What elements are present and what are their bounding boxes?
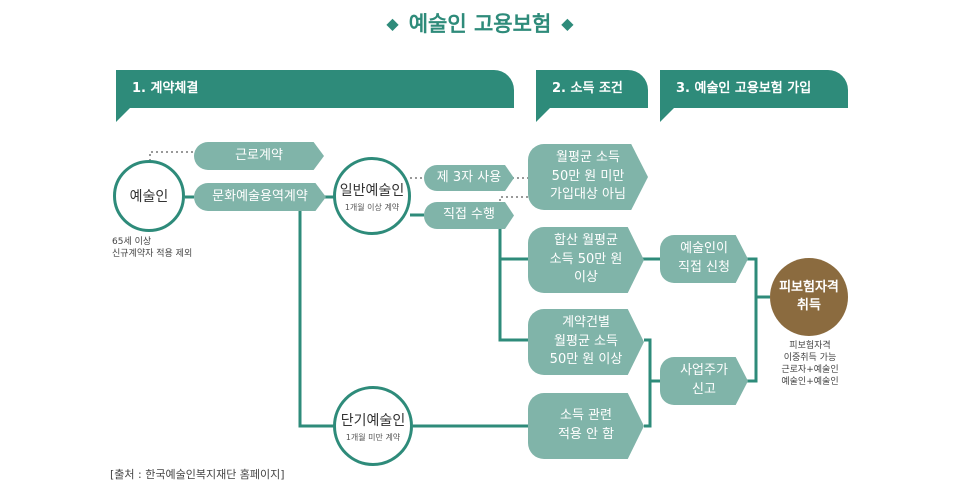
apply-direct-line2: 직접 신청 bbox=[678, 260, 730, 275]
result-note-line3: 근로자+예술인 bbox=[781, 365, 839, 376]
title-diamond-left: ◆ bbox=[386, 14, 399, 33]
header-contract: 1. 계약체결 bbox=[116, 70, 514, 108]
income-under-line2: 50만 원 미만 bbox=[551, 168, 625, 184]
line-direct-percontract bbox=[498, 259, 528, 342]
header-insurance: 3. 예술인 고용보험 가입 bbox=[660, 70, 848, 108]
title-text: 예술인 고용보험 bbox=[408, 12, 552, 36]
header-tab-income bbox=[536, 106, 552, 122]
result-note-line2: 이중취득 가능 bbox=[783, 353, 837, 364]
general-artist-label: 일반예술인 bbox=[339, 182, 405, 199]
result-note-line4: 예술인+예술인 bbox=[781, 377, 839, 388]
source-caption: [출처 : 한국예술인복지재단 홈페이지] bbox=[110, 468, 285, 481]
artist-note-line1: 65세 이상 bbox=[112, 237, 152, 247]
short-artist-label: 단기예술인 bbox=[340, 412, 406, 429]
result-note-line1: 피보험자격 bbox=[789, 341, 831, 351]
income-percontract-line1: 계약건별 bbox=[562, 314, 610, 330]
artist-label: 예술인 bbox=[129, 189, 169, 205]
header-tab-contract bbox=[116, 106, 132, 122]
direct-box: 직접 수행 bbox=[424, 202, 514, 229]
income-percontract-line2: 월평균 소득 bbox=[554, 333, 618, 349]
line-percontract-employer bbox=[644, 338, 660, 383]
short-artist-sub: 1개월 미만 계약 bbox=[345, 432, 401, 442]
income-under-line3: 가입대상 아님 bbox=[550, 187, 626, 203]
general-artist-sub: 1개월 이상 계약 bbox=[344, 202, 400, 212]
dotted-direct-under bbox=[499, 196, 528, 201]
income-none-line2: 적용 안 함 bbox=[557, 427, 615, 442]
line-direct-combined bbox=[498, 229, 528, 261]
result-line1: 피보험자격 bbox=[779, 279, 839, 295]
income-none-line1: 소득 관련 bbox=[560, 408, 612, 424]
header-income: 2. 소득 조건 bbox=[536, 70, 648, 108]
result-note: 피보험자격 이중취득 가능 근로자+예술인 예술인+예술인 bbox=[770, 340, 850, 389]
dotted-artist-labor bbox=[149, 151, 194, 161]
income-combined-line3: 이상 bbox=[574, 270, 598, 286]
title-diamond-right: ◆ bbox=[561, 14, 574, 33]
third-party-box: 제 3자 사용 bbox=[424, 165, 514, 191]
short-artist-circle: 단기예술인 1개월 미만 계약 bbox=[333, 386, 413, 466]
header-tab-insurance bbox=[660, 106, 676, 122]
apply-employer-line2: 신고 bbox=[692, 382, 716, 397]
artist-note-line2: 신규계약자 적용 제외 bbox=[112, 249, 193, 260]
artist-circle: 예술인 bbox=[113, 160, 185, 232]
income-percontract-line3: 50만 원 이상 bbox=[549, 352, 623, 368]
insured-status-circle: 피보험자격 취득 bbox=[770, 258, 848, 336]
income-combined-line1: 합산 월평균 bbox=[554, 232, 618, 248]
income-combined-line2: 소득 50만 원 bbox=[549, 251, 623, 267]
income-under-line1: 월평균 소득 bbox=[556, 149, 620, 165]
page-title: ◆ 예술인 고용보험 ◆ bbox=[0, 8, 960, 38]
general-artist-circle: 일반예술인 1개월 이상 계약 bbox=[333, 157, 411, 235]
apply-direct-line1: 예술인이 bbox=[680, 241, 728, 257]
culture-contract-box: 문화예술용역계약 bbox=[194, 183, 326, 211]
line-apply-bracket bbox=[747, 257, 758, 383]
line-noincome-employer bbox=[644, 381, 652, 428]
apply-employer-line1: 사업주가 bbox=[680, 363, 728, 379]
labor-contract-box: 근로계약 bbox=[194, 142, 324, 170]
artist-note: 65세 이상 신규계약자 적용 제외 bbox=[112, 236, 192, 260]
result-line2: 취득 bbox=[797, 298, 821, 313]
line-culture-short bbox=[298, 211, 335, 428]
